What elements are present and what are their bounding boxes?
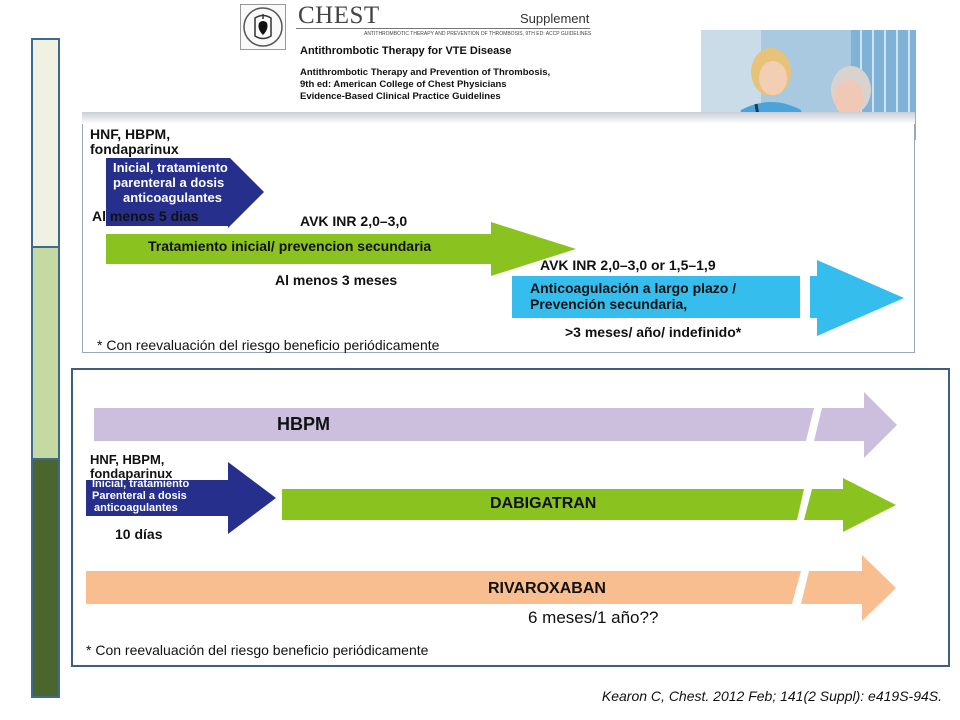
initial-treatment-arrow-label: Inicial, tratamiento parenteral a dosis …: [113, 160, 228, 205]
avk-inr-label: AVK INR 2,0–3,0: [300, 213, 408, 229]
dabigatran-label: DABIGATRAN: [490, 495, 597, 512]
guideline-subtitle-line: Evidence-Based Clinical Practice Guideli…: [300, 91, 501, 102]
guideline-subtitle-line: Antithrombotic Therapy and Prevention of…: [300, 67, 551, 78]
citation: Kearon C, Chest. 2012 Feb; 141(2 Suppl):…: [601, 688, 942, 704]
chest-tagline: ANTITHROMBOTIC THERAPY AND PREVENTION OF…: [364, 31, 592, 37]
initial-treatment-arrow-bottom-label: Inicial, tratamiento Parenteral a dosis …: [92, 478, 190, 514]
chest-logo: [240, 4, 286, 50]
chest-brand: CHEST: [298, 2, 380, 29]
blue-arrow-label: Anticoagulación a largo plazo / Prevenci…: [530, 280, 737, 312]
sidebar-bar-light: [31, 38, 60, 247]
guideline-subtitle-line: 9th ed: American College of Chest Physic…: [300, 79, 507, 90]
initial-drugs-label: HNF, HBPM, fondaparinux: [90, 126, 179, 157]
sidebar-bar-dark: [31, 459, 60, 698]
dabigatran-green-arrow: [282, 478, 896, 532]
initial-duration-bottom-label: 10 días: [115, 526, 163, 542]
sidebar-divider: [31, 458, 60, 460]
initial-treatment-arrow-bottom: [86, 462, 276, 534]
supplement-label: Supplement: [520, 11, 590, 26]
green-arrow-label: Tratamiento inicial/ prevencion secundar…: [148, 238, 432, 254]
long-term-blue-arrow: [512, 260, 904, 336]
initial-treatment-green-arrow: [106, 222, 576, 276]
rivaroxaban-orange-arrow: [86, 555, 896, 621]
bottom-duration-label: 6 meses/1 año??: [528, 608, 659, 627]
header-rule: [296, 28, 590, 29]
blue-duration-label: >3 meses/ año/ indefinido*: [565, 324, 742, 340]
sidebar-bar-mid: [31, 247, 60, 459]
panel-top-shade: [82, 112, 915, 124]
initial-treatment-arrow: [106, 158, 264, 228]
top-footnote: * Con reevaluación del riesgo beneficio …: [97, 337, 440, 353]
green-duration-label: Al menos 3 meses: [275, 272, 398, 288]
bottom-footnote: * Con reevaluación del riesgo beneficio …: [86, 642, 429, 658]
guideline-title: Antithrombotic Therapy for VTE Disease: [300, 45, 512, 57]
sidebar-divider: [31, 246, 60, 248]
initial-duration-label: Al menos 5 dias: [92, 208, 199, 224]
avk-long-term-label: AVK INR 2,0–3,0 or 1,5–1,9: [540, 257, 716, 273]
rivaroxaban-label: RIVAROXABAN: [488, 580, 606, 597]
hbpm-label: HBPM: [277, 414, 330, 434]
hbpm-lavender-arrow: [94, 392, 897, 458]
initial-drugs-label-bottom: HNF, HBPM, fondaparinux: [90, 452, 173, 481]
